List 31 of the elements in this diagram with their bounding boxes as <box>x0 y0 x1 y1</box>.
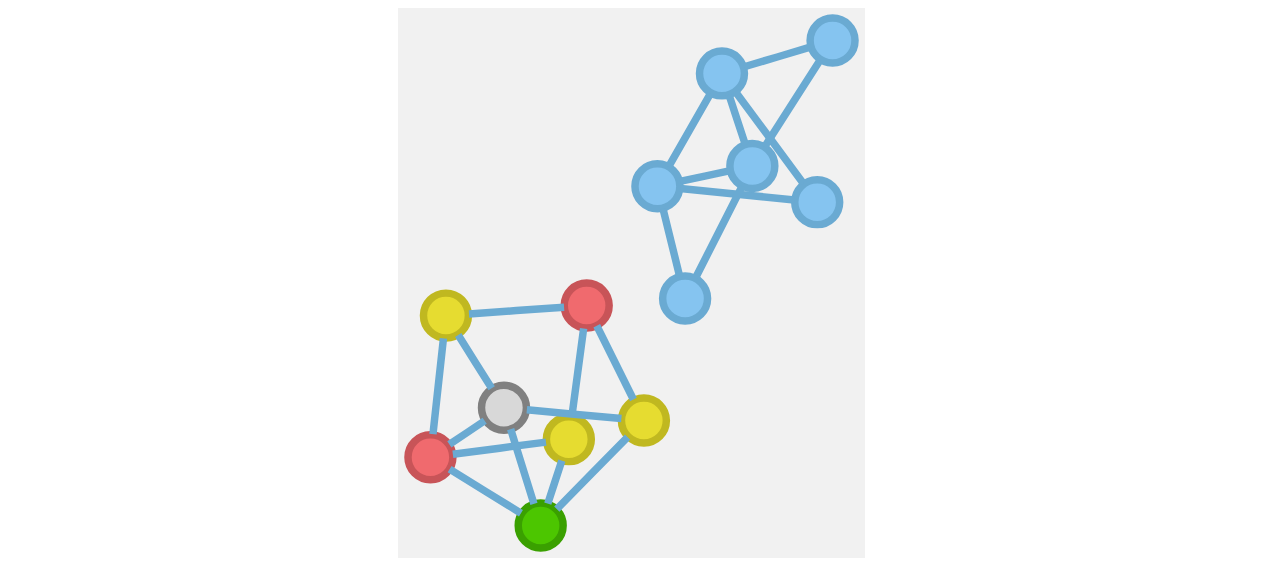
connector <box>429 337 448 435</box>
node-circle <box>631 160 684 213</box>
connector <box>526 406 622 423</box>
node-circle <box>726 139 779 193</box>
node-circle <box>617 394 671 447</box>
connector <box>452 438 547 458</box>
connector <box>593 324 637 402</box>
connector <box>665 91 714 169</box>
connector <box>554 434 631 512</box>
node-circle <box>542 413 596 466</box>
connector <box>455 333 495 391</box>
connector <box>679 184 795 204</box>
connector <box>659 208 684 278</box>
connector <box>692 184 746 280</box>
connector <box>447 417 487 448</box>
node-circle <box>477 381 531 434</box>
node-circle <box>791 176 844 229</box>
connector <box>761 58 824 149</box>
node-circle <box>419 289 473 342</box>
node-circle <box>404 431 457 484</box>
connector <box>507 428 538 505</box>
connector <box>447 465 523 517</box>
connector <box>544 459 566 505</box>
connector <box>725 93 749 146</box>
connector <box>468 303 565 318</box>
node-circle <box>514 499 567 552</box>
node-circle <box>806 14 859 67</box>
node-circle <box>658 272 712 325</box>
connector <box>732 89 807 186</box>
node-circle <box>560 279 613 332</box>
node-circle <box>695 47 749 100</box>
